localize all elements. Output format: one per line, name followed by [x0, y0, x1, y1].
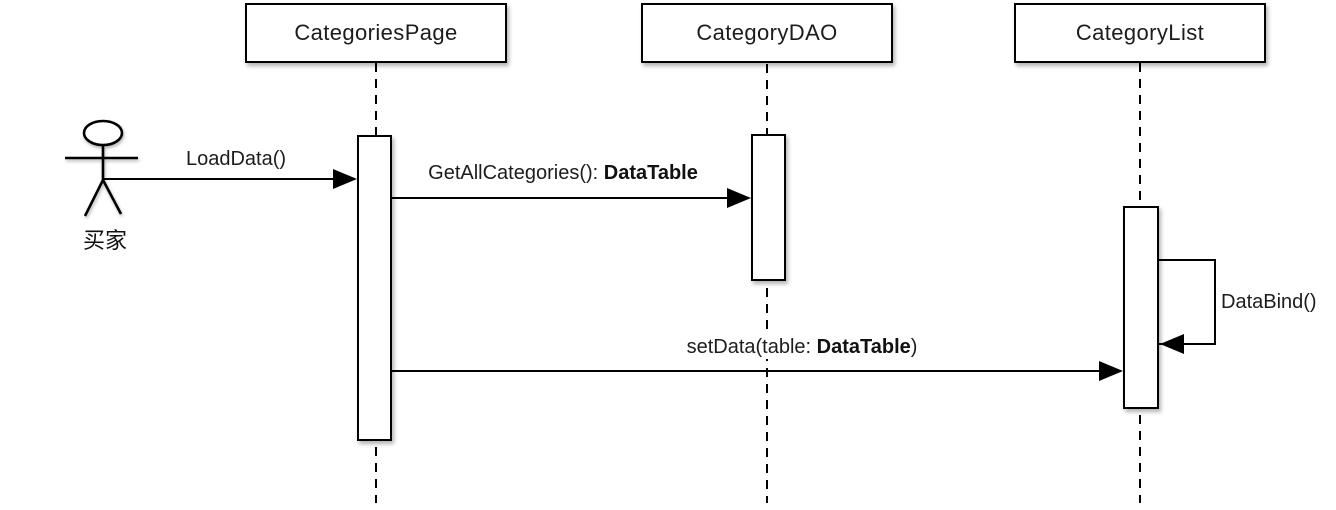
message-label-databind: DataBind() — [1221, 290, 1317, 314]
message-text: LoadData() — [185, 148, 287, 170]
message-text-bold: DataTable — [816, 336, 911, 358]
message-label-setdata: setData(table: DataTable) — [682, 335, 922, 359]
participant-box-categorylist: CategoryList — [1014, 3, 1266, 63]
self-message-loop-databind — [1157, 259, 1216, 345]
arrowhead-icon — [1160, 334, 1184, 354]
actor-stick-figure-icon — [65, 119, 138, 217]
message-text: ) — [910, 336, 918, 358]
arrowhead-icon — [333, 169, 357, 189]
actor-label: 买家 — [82, 228, 128, 253]
message-label-loaddata: LoadData() — [181, 147, 291, 171]
message-line-loaddata — [103, 178, 339, 180]
arrowhead-icon — [1099, 361, 1123, 381]
message-text: DataBind() — [1221, 291, 1317, 313]
message-line-getallcategories — [392, 197, 733, 199]
arrowhead-icon — [727, 188, 751, 208]
activation-bar-categorylist — [1123, 206, 1159, 409]
activation-bar-categoriespage — [357, 135, 392, 441]
message-text: GetAllCategories(): — [428, 162, 604, 184]
participant-box-categoriespage: CategoriesPage — [245, 3, 507, 63]
message-line-setdata — [392, 370, 1105, 372]
participant-label-categoriespage: CategoriesPage — [294, 20, 458, 45]
lifeline-categorydao — [766, 64, 768, 503]
message-text: setData(table: — [686, 336, 817, 358]
activation-bar-categorydao — [751, 134, 786, 281]
participant-label-categorydao: CategoryDAO — [696, 20, 838, 45]
message-label-getallcategories: GetAllCategories(): DataTable — [424, 161, 702, 185]
participant-label-categorylist: CategoryList — [1075, 20, 1205, 45]
message-text-bold: DataTable — [603, 162, 698, 184]
participant-box-categorydao: CategoryDAO — [641, 3, 893, 63]
